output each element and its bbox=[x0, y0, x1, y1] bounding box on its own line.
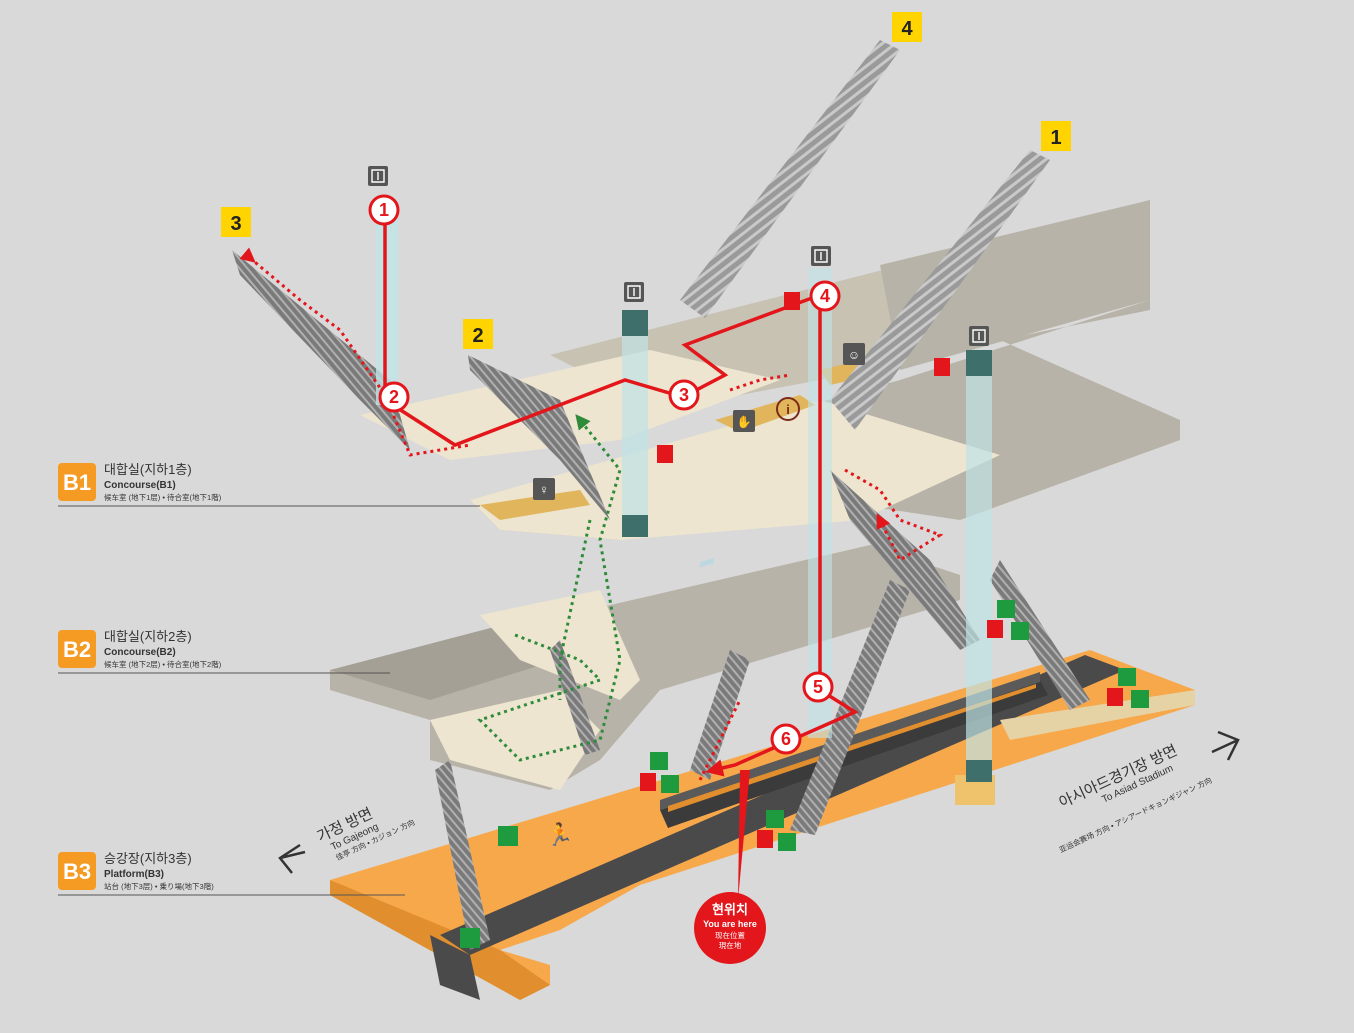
svg-text:대합실(지하2층): 대합실(지하2층) bbox=[104, 629, 192, 644]
svg-text:候车室 (地下1层) • 待合室(地下1階): 候车室 (地下1层) • 待合室(地下1階) bbox=[104, 492, 222, 502]
svg-text:Concourse(B1): Concourse(B1) bbox=[104, 480, 176, 491]
route-step: 2 bbox=[378, 381, 410, 413]
exit-badge: 1 bbox=[1041, 121, 1071, 151]
exit-badge: 3 bbox=[221, 207, 251, 237]
you-are-here-marker: 현위치 You are here 现在位置 現在地 bbox=[694, 770, 766, 964]
restroom-icon: ♀ bbox=[533, 478, 555, 500]
svg-text:B1: B1 bbox=[63, 470, 91, 495]
exit-badge: 2 bbox=[463, 319, 493, 349]
emergency-exit-icon: 🏃 bbox=[460, 822, 573, 948]
level-label-b2: B2 대합실(지하2층) Concourse(B2) 候车室 (地下2层) • … bbox=[58, 629, 390, 674]
info-icon: i bbox=[776, 397, 800, 421]
stairs-exit-3 bbox=[232, 250, 410, 450]
level-label-b3: B3 승강장(지하3층) Platform(B3) 站台 (地下3层) • 乗り… bbox=[58, 851, 405, 896]
exit-label: 2 bbox=[472, 325, 483, 347]
route-step: 1 bbox=[368, 194, 400, 226]
svg-text:You are here: You are here bbox=[703, 919, 757, 929]
svg-text:♀: ♀ bbox=[539, 482, 549, 497]
exit-label: 4 bbox=[901, 18, 913, 40]
svg-text:B3: B3 bbox=[63, 859, 91, 884]
stairs-exit-2 bbox=[468, 355, 610, 520]
arrow-left-icon bbox=[278, 843, 306, 874]
svg-text:站台 (地下3层) • 乗り場(地下3階): 站台 (地下3层) • 乗り場(地下3階) bbox=[104, 881, 214, 891]
svg-text:🏃: 🏃 bbox=[546, 822, 573, 847]
escalator-exit-1 bbox=[830, 150, 1050, 430]
emergency-phone-icon bbox=[661, 622, 1149, 851]
svg-text:Concourse(B2): Concourse(B2) bbox=[104, 647, 176, 658]
arrow-right-icon bbox=[1211, 730, 1240, 761]
svg-text:i: i bbox=[786, 402, 790, 417]
route-step-label: 6 bbox=[781, 729, 791, 749]
route-step: 3 bbox=[668, 379, 700, 411]
escalator-exit-4 bbox=[680, 40, 900, 318]
exit-label: 3 bbox=[230, 213, 241, 235]
stairs-b1-b2 bbox=[830, 470, 1090, 710]
direction-right: 아시아드경기장 방면 To Asiad Stadium 亚运会赛场 方向 • ア… bbox=[1057, 730, 1240, 855]
svg-text:대합실(지하1층): 대합실(지하1층) bbox=[104, 462, 192, 477]
route-step-label: 5 bbox=[813, 677, 823, 697]
evacuation-path bbox=[477, 414, 622, 762]
level-label-b1: B1 대합실(지하1층) Concourse(B1) 候车室 (地下1层) • … bbox=[58, 462, 480, 507]
svg-text:现在位置: 现在位置 bbox=[715, 930, 745, 940]
exit-label: 1 bbox=[1050, 127, 1061, 149]
svg-text:B2: B2 bbox=[63, 637, 91, 662]
svg-text:候车室 (地下2层) • 待合室(地下2階): 候车室 (地下2层) • 待合室(地下2階) bbox=[104, 659, 222, 669]
route-line bbox=[383, 210, 859, 777]
svg-text:☺: ☺ bbox=[848, 348, 860, 362]
svg-text:現在地: 現在地 bbox=[719, 940, 742, 950]
route-step: 4 bbox=[809, 280, 841, 312]
ticket-machine-icon: ✋ bbox=[733, 410, 755, 432]
svg-text:현위치: 현위치 bbox=[712, 902, 748, 917]
route-step-label: 2 bbox=[389, 387, 399, 407]
route-step-label: 1 bbox=[379, 200, 389, 220]
svg-text:✋: ✋ bbox=[737, 415, 752, 429]
route-step: 6 bbox=[770, 723, 802, 755]
exit-badge: 4 bbox=[892, 12, 922, 42]
fire-hydrant-icon bbox=[640, 292, 1123, 848]
aed-icon bbox=[650, 600, 1136, 828]
route-step-label: 4 bbox=[820, 286, 830, 306]
route-step-label: 3 bbox=[679, 385, 689, 405]
svg-text:Platform(B3): Platform(B3) bbox=[104, 869, 164, 880]
svg-text:승강장(지하3층): 승강장(지하3층) bbox=[104, 851, 192, 866]
nursing-room-icon: ☺ bbox=[843, 343, 865, 365]
route-step: 5 bbox=[802, 671, 834, 703]
